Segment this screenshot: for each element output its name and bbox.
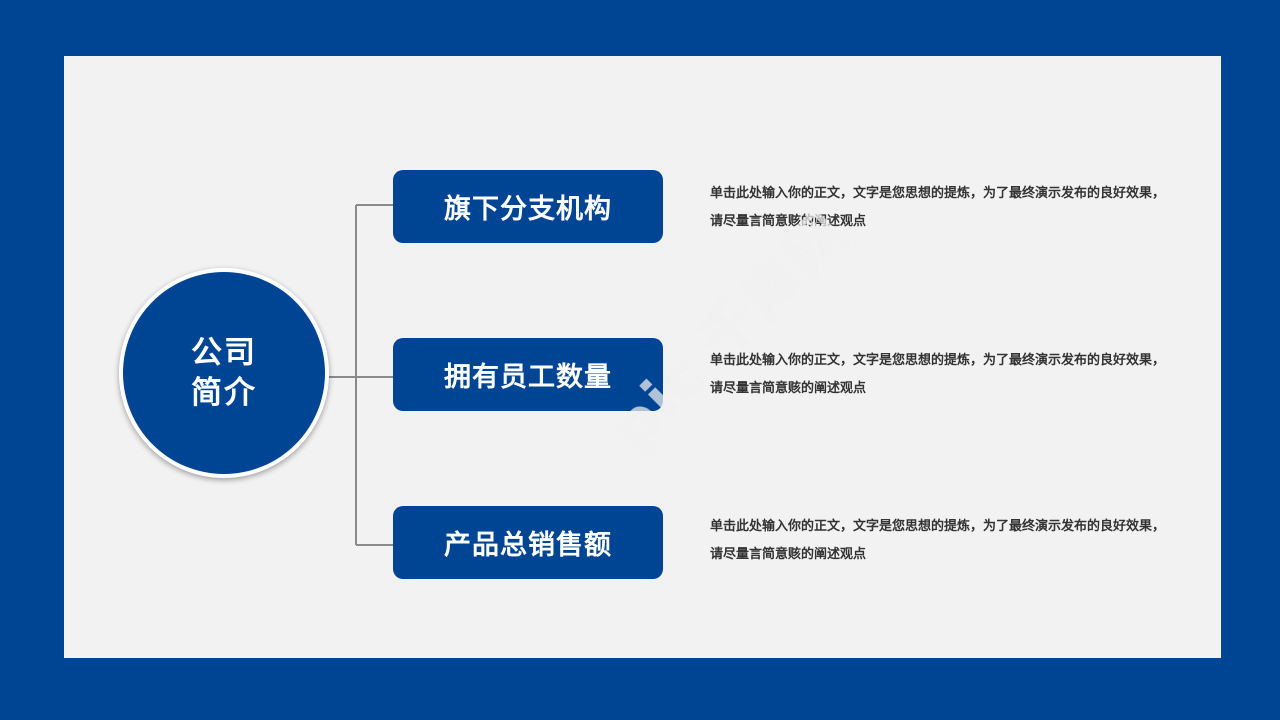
item-label-1: 旗下分支机构	[444, 194, 612, 225]
center-title-line-1: 公司	[191, 335, 257, 371]
item-description-3: 单击此处输入你的正文，文字是您思想的提炼，为了最终演示发布的良好效果，请尽量言简…	[710, 519, 1166, 562]
slide-canvas: 公司 简介 旗下分支机构 单击此处输入你的正文，文字是您思想的提炼，为了最终演示…	[64, 56, 1221, 658]
item-label-2: 拥有员工数量	[444, 362, 612, 393]
center-circle: 公司 简介	[119, 268, 329, 478]
center-circle-fill: 公司 简介	[123, 272, 325, 474]
item-box-2: 拥有员工数量	[393, 338, 663, 411]
item-description-1: 单击此处输入你的正文，文字是您思想的提炼，为了最终演示发布的良好效果，请尽量言简…	[710, 186, 1166, 229]
center-title-line-2: 简介	[191, 375, 257, 411]
item-description-2: 单击此处输入你的正文，文字是您思想的提炼，为了最终演示发布的良好效果，请尽量言简…	[710, 353, 1166, 396]
item-box-1: 旗下分支机构	[393, 170, 663, 243]
item-box-3: 产品总销售额	[393, 506, 663, 579]
item-label-3: 产品总销售额	[444, 530, 612, 561]
